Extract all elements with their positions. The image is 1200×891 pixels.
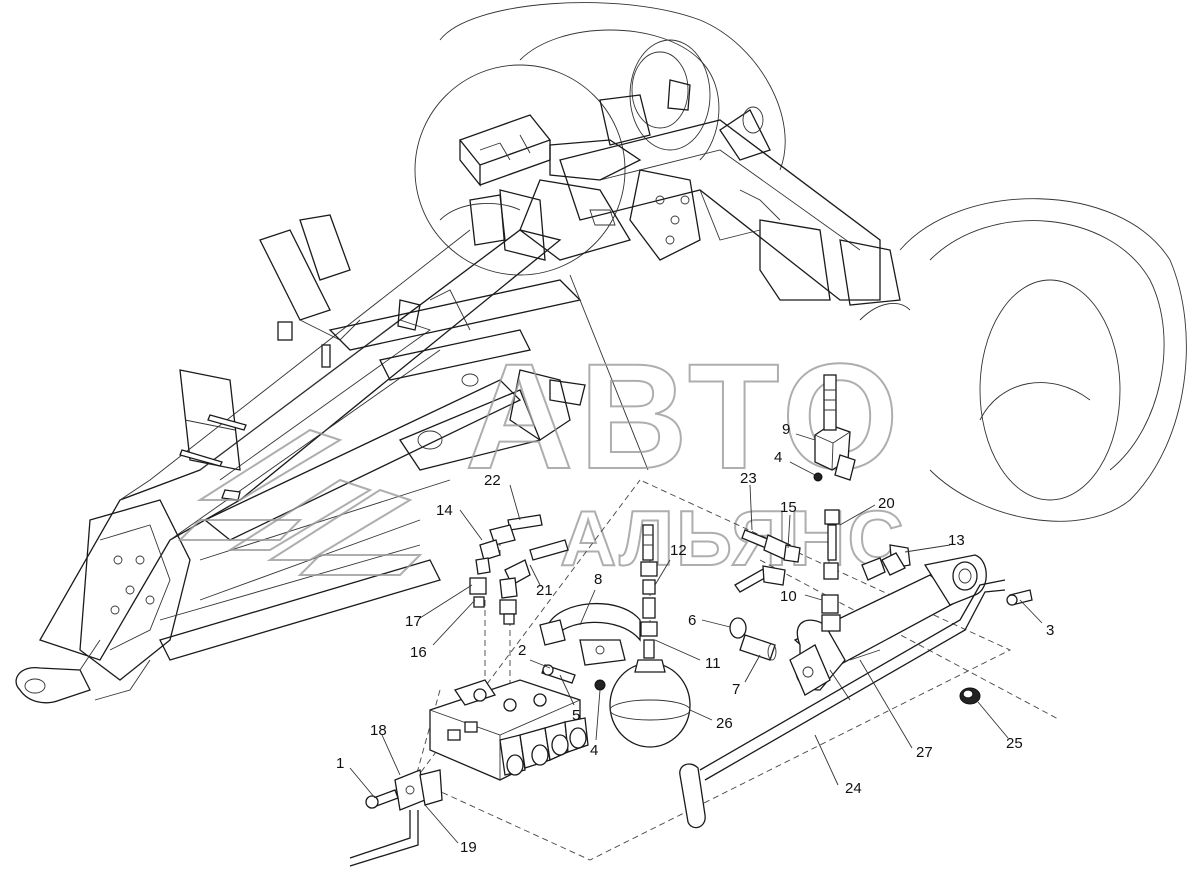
callout-23: 23 — [740, 470, 757, 487]
callout-1: 1 — [336, 755, 344, 772]
callout-27: 27 — [916, 744, 933, 761]
part-tee-block — [813, 374, 856, 482]
callout-15: 15 — [780, 499, 797, 516]
callout-20: 20 — [878, 495, 895, 512]
part-hydraulic-cylinder — [789, 554, 987, 701]
part-angled-fittings — [734, 529, 801, 593]
part-bolt-nut — [541, 664, 606, 691]
callout-17: 17 — [405, 613, 422, 630]
part-control-valve — [429, 679, 589, 781]
part-accumulator-fittings — [640, 524, 658, 659]
part-bolt-right — [1006, 589, 1033, 606]
detail-zoom-circle — [414, 64, 626, 276]
leader-lines — [349, 433, 1043, 844]
part-nut-right — [959, 687, 981, 705]
callout-21: 21 — [536, 582, 553, 599]
callout-19: 19 — [460, 839, 477, 856]
part-bracket — [349, 769, 443, 867]
callout-6: 6 — [688, 612, 696, 629]
callout-22: 22 — [484, 472, 501, 489]
callout-11: 11 — [705, 655, 721, 672]
callout-24: 24 — [845, 780, 862, 797]
tractor-frame — [15, 2, 1187, 704]
part-elbow — [861, 544, 911, 581]
callout-26: 26 — [716, 715, 733, 732]
part-left-fittings — [469, 514, 569, 625]
callout-13: 13 — [948, 532, 965, 549]
callout-10: 10 — [780, 588, 797, 605]
callout-5: 5 — [572, 707, 580, 724]
callout-16: 16 — [410, 644, 427, 661]
callout-4a: 4 — [774, 449, 782, 466]
callout-12: 12 — [670, 542, 687, 559]
part-vertical-fitting — [821, 509, 840, 614]
callout-25: 25 — [1006, 735, 1023, 752]
callout-14: 14 — [436, 502, 453, 519]
watermark-line2: АЛЬЯНС — [560, 494, 906, 582]
callout-8: 8 — [594, 571, 602, 588]
callout-4b: 4 — [590, 742, 598, 759]
callout-7: 7 — [732, 681, 740, 698]
callout-18: 18 — [370, 722, 387, 739]
hydraulic-parts — [349, 374, 1033, 867]
callout-9: 9 — [782, 421, 790, 438]
callout-2: 2 — [518, 642, 526, 659]
callout-labels: 1 2 3 4 4 5 6 7 8 9 10 11 12 13 14 15 16… — [336, 421, 1054, 856]
part-clamp-band — [539, 602, 641, 666]
callout-3: 3 — [1046, 622, 1054, 639]
part-long-rod — [679, 579, 1006, 829]
watermark: АВТО АЛЬЯНС — [177, 331, 906, 583]
part-seal-pipe — [729, 617, 777, 661]
part-accumulator — [609, 659, 691, 748]
